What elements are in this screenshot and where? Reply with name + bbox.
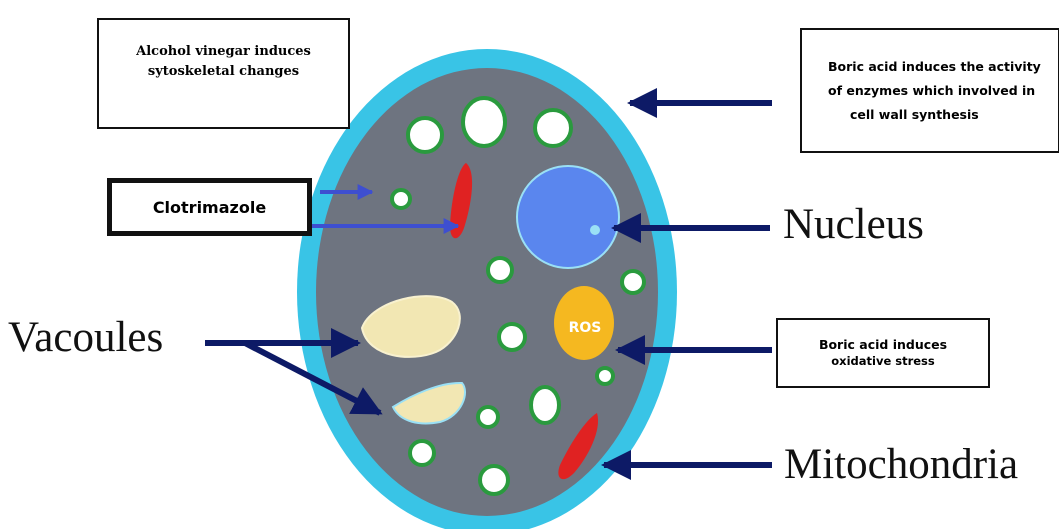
boric-ox-line-2: oxidative stress — [819, 353, 947, 370]
organelle — [488, 258, 512, 282]
boric-wall-line-2: of enzymes which involved in — [828, 79, 1041, 103]
organelle — [531, 387, 559, 423]
nucleolus — [590, 225, 600, 235]
organelle — [480, 466, 508, 494]
alcohol-vinegar-box: Alcohol vinegar induces sytoskeletal cha… — [97, 18, 350, 129]
nucleus-label: Nucleus — [783, 200, 924, 249]
organelle — [597, 368, 613, 384]
boric-wall-line-3: cell wall synthesis — [828, 103, 1041, 127]
organelle — [478, 407, 498, 427]
boric-wall-line-1: Boric acid induces the activity — [828, 55, 1041, 79]
clotrimazole-box: Clotrimazole — [107, 178, 312, 236]
organelle — [463, 98, 505, 146]
alcohol-line-1: Alcohol vinegar induces — [136, 42, 311, 62]
alcohol-line-2: sytoskeletal changes — [136, 62, 311, 82]
organelle — [622, 271, 644, 293]
mitochondria-label: Mitochondria — [784, 440, 1018, 489]
ros-label: ROS — [569, 320, 602, 336]
organelle — [499, 324, 525, 350]
organelle — [535, 110, 571, 146]
nucleus — [517, 166, 619, 268]
organelle — [408, 118, 442, 152]
clotrimazole-label: Clotrimazole — [153, 198, 266, 217]
organelle — [392, 190, 410, 208]
boric-ox-line-1: Boric acid induces — [819, 336, 947, 353]
organelle — [410, 441, 434, 465]
vacoules-label: Vacoules — [8, 313, 163, 362]
boric-acid-cell-wall-box: Boric acid induces the activity of enzym… — [800, 28, 1059, 153]
boric-acid-oxidative-box: Boric acid induces oxidative stress — [776, 318, 990, 388]
